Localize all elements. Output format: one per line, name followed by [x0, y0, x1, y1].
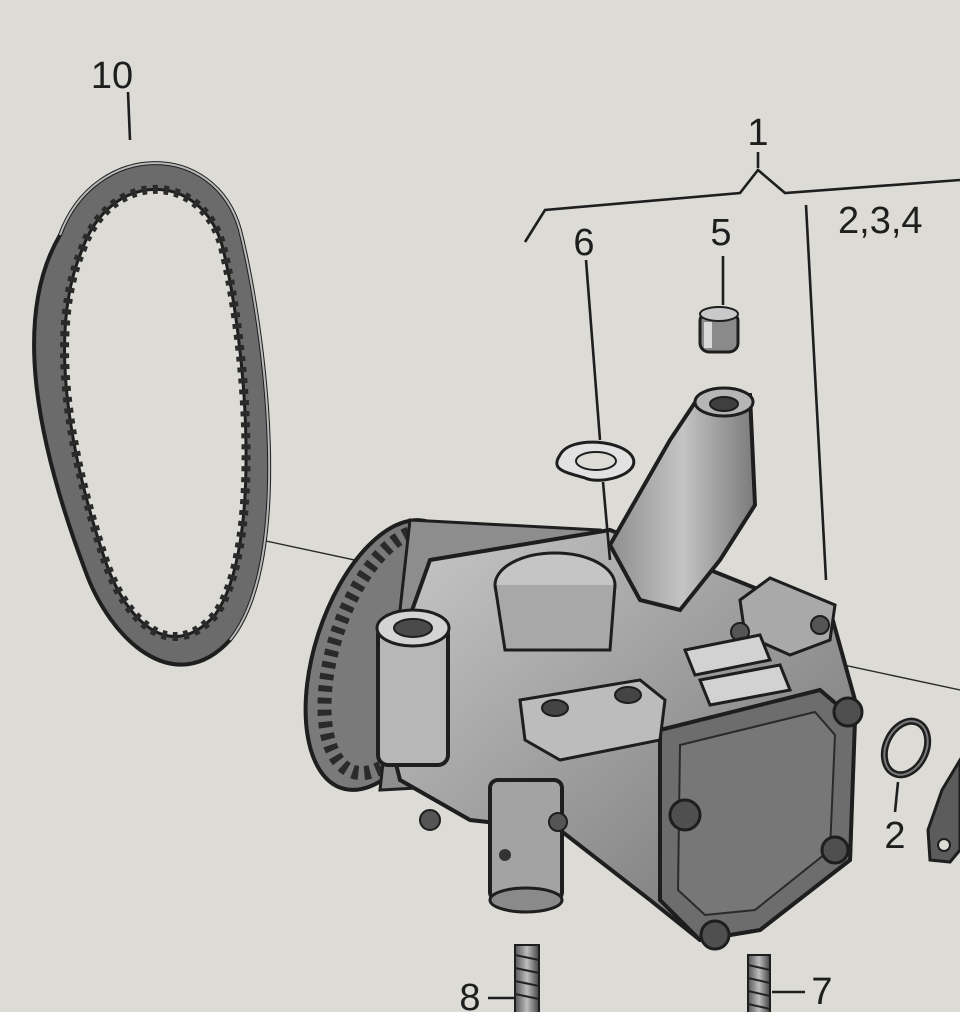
- gasket: [555, 440, 636, 482]
- callout-labels: 10 1 2,3,4 6 5 2 8 7: [91, 55, 923, 1012]
- callout-5: 5: [710, 212, 731, 254]
- pump-assembly: [303, 386, 864, 951]
- timing-belt: [32, 161, 272, 667]
- edge-bracket: [926, 757, 960, 864]
- callout-6: 6: [573, 222, 594, 264]
- o-ring: [880, 717, 932, 779]
- leader-lines: [126, 91, 960, 1000]
- callout-2: 2: [884, 815, 905, 857]
- bolt-left: [514, 944, 540, 1012]
- insert: [698, 306, 740, 354]
- callout-2-3-4: 2,3,4: [838, 200, 923, 242]
- callout-10: 10: [91, 55, 133, 97]
- callout-7: 7: [811, 971, 832, 1012]
- callout-8: 8: [459, 977, 480, 1012]
- callout-1: 1: [747, 112, 768, 154]
- bolt-right: [747, 954, 771, 1012]
